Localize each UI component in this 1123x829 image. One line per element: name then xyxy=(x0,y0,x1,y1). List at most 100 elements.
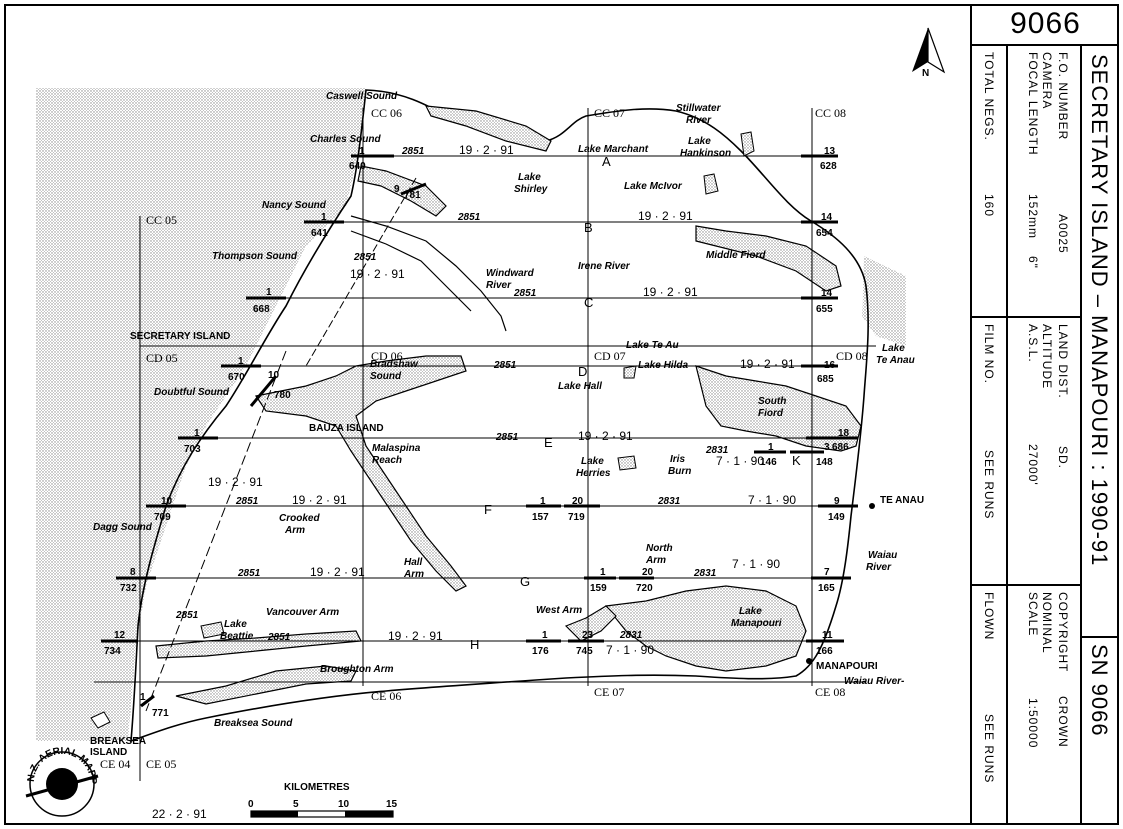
label-lake-shirley: Shirley xyxy=(514,184,548,195)
run-b-film: 2851 xyxy=(457,212,481,223)
run-g-mid2-bot: 720 xyxy=(636,583,653,594)
diag1-top-b: 781 xyxy=(404,190,421,201)
run-f-film2: 2831 xyxy=(657,496,681,507)
map-date: 22 · 2 · 91 xyxy=(152,807,207,821)
diag2-top-a: 10 xyxy=(268,370,280,381)
run-e-start-bot: 703 xyxy=(184,444,201,455)
label-dagg-sound: Dagg Sound xyxy=(93,522,153,533)
run-k-date: 7 · 1 · 90 xyxy=(716,454,764,468)
label-broughton-arm: Broughton Arm xyxy=(320,664,394,675)
north-label: N xyxy=(922,68,929,79)
run-a-start-bot: 640 xyxy=(349,161,366,172)
grid-cc05: CC 05 xyxy=(146,213,177,227)
run-k-letter: K xyxy=(792,453,801,468)
scale-bar-title: KILOMETRES xyxy=(284,782,350,793)
manapouri-town-dot xyxy=(806,658,812,664)
panel-divider-2 xyxy=(1006,46,1008,823)
run-f-film: 2851 xyxy=(235,496,259,507)
run-h-start-top: 12 xyxy=(114,630,126,641)
scale-tick-5: 5 xyxy=(293,799,299,810)
label-stillwater-river: River xyxy=(686,115,712,126)
run-a-end-bot: 628 xyxy=(820,161,837,172)
label-breaksea: BREAKSEA xyxy=(90,736,146,747)
label-manapouri-town: MANAPOURI xyxy=(816,661,878,672)
run-h-mid2-top: 23 xyxy=(582,630,594,641)
run-d-start-bot: 670 xyxy=(228,372,245,383)
run-a-letter: A xyxy=(602,154,611,169)
diag2-date: 19 · 2 · 91 xyxy=(208,475,263,489)
run-h-mid2-bot: 745 xyxy=(576,646,593,657)
label-waiau: Waiau xyxy=(868,550,897,561)
nominal-label: NOMINAL xyxy=(1040,592,1054,654)
grid-ce04: CE 04 xyxy=(100,757,130,771)
fo-label: F.O. NUMBER xyxy=(1056,52,1070,141)
run-d-start-top: 1 xyxy=(238,356,244,367)
sheet-title: SECRETARY ISLAND – MANAPOURI : 1990-91 xyxy=(1087,54,1112,567)
lake-hilda xyxy=(623,365,637,379)
label-lake-hall: Lake Hall xyxy=(558,381,602,392)
run-annotations: 1 640 2851 19 · 2 · 91 A 13 628 1 641 28… xyxy=(104,143,850,719)
run-g-start-top: 8 xyxy=(130,567,136,578)
run-k-start-top: 1 xyxy=(768,442,774,453)
run-a-end-top: 13 xyxy=(824,146,836,157)
focal-value: 152mm xyxy=(1026,194,1040,240)
run-b-start-bot: 641 xyxy=(311,228,328,239)
run-k-start-bot: 146 xyxy=(760,457,777,468)
run-h-mid1-top: 1 xyxy=(542,630,548,641)
land-value: SD. xyxy=(1056,446,1070,470)
run-g-mid1-top: 1 xyxy=(600,567,606,578)
flight-runs xyxy=(101,155,858,712)
flight-index-map: N Caswell Sound Charles Sound Nancy Soun… xyxy=(6,6,946,821)
run-d-letter: D xyxy=(578,364,587,379)
label-waiau-river-upper: River xyxy=(866,562,892,573)
label-doubtful-sound: Doubtful Sound xyxy=(154,387,230,398)
label-crooked: Crooked xyxy=(279,513,320,524)
run-h-letter: H xyxy=(470,637,479,652)
scale-tick-15: 15 xyxy=(386,799,398,810)
label-lake: Lake xyxy=(224,619,247,630)
run-g-film2: 2831 xyxy=(693,568,717,579)
run-c-start-top: 1 xyxy=(266,287,272,298)
run-f-mid2-top: 20 xyxy=(572,496,584,507)
breaksea-island xyxy=(90,711,111,729)
run-f-end-top: 9 xyxy=(834,496,840,507)
run-c-letter: C xyxy=(584,295,593,310)
label-breaksea-sound: Breaksea Sound xyxy=(214,718,293,729)
label-bradshaw: Bradshaw xyxy=(370,359,419,370)
run-e-date: 19 · 2 · 91 xyxy=(578,429,633,443)
scale-bar: KILOMETRES 0 5 10 15 xyxy=(248,782,398,818)
run-b-end-top: 14 xyxy=(821,212,833,223)
lake-mcivor xyxy=(703,173,719,195)
panel-hdiv-1 xyxy=(972,316,1080,318)
copyright-value: CROWN xyxy=(1056,696,1070,748)
run-h-date2: 7 · 1 · 90 xyxy=(606,643,654,657)
panel-divider-1 xyxy=(1080,46,1082,823)
lake-hankinson xyxy=(740,131,755,157)
run-k-end-top: 3 xyxy=(824,442,830,453)
series-number: SN 9066 xyxy=(1087,644,1112,737)
focal-inch: 6" xyxy=(1026,256,1040,269)
grid-cd08: CD 08 xyxy=(836,349,868,363)
run-b-date: 19 · 2 · 91 xyxy=(638,209,693,223)
total-label: TOTAL NEGS. xyxy=(982,52,996,141)
run-e-end-top: 18 xyxy=(838,428,850,439)
run-a-start-top: 1 xyxy=(359,146,365,157)
run-h-film: 2851 xyxy=(267,632,291,643)
label-lake-t: Lake xyxy=(882,343,905,354)
label-crooked-arm: Arm xyxy=(284,525,305,536)
run-f-end-bot: 149 xyxy=(828,512,845,523)
label-hall-arm: Arm xyxy=(403,569,424,580)
grid-labels: CC 06 CC 07 CC 08 CC 05 CD 05 CD 06 CD 0… xyxy=(100,106,868,771)
label-lake-s: Lake xyxy=(518,172,541,183)
label-lake-herries: Herries xyxy=(576,468,611,479)
label-lake-mcivor: Lake McIvor xyxy=(624,181,683,192)
label-thompson-sound: Thompson Sound xyxy=(212,251,298,262)
grid-cd06: CD 06 xyxy=(371,349,403,363)
label-north: North xyxy=(646,543,673,554)
panel-hdiv-3 xyxy=(1080,636,1119,638)
run-e-film: 2851 xyxy=(495,432,519,443)
run-g-date2: 7 · 1 · 90 xyxy=(732,557,780,571)
altitude-label: ALTITUDE xyxy=(1040,324,1054,390)
te-anau-town-dot xyxy=(869,503,875,509)
label-waiau-river-lower: Waiau River- xyxy=(844,676,905,687)
